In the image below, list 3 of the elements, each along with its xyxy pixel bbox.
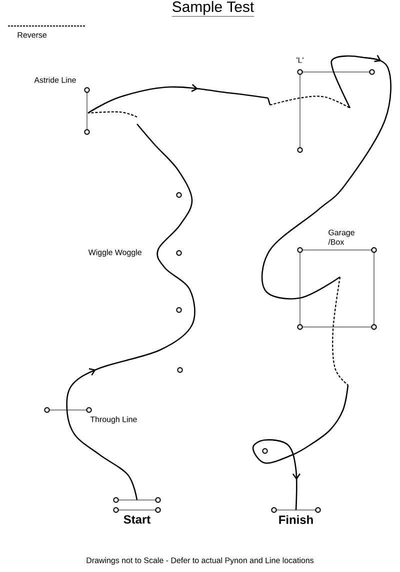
title: Sample Test — [172, 1, 254, 17]
course-label: Start — [124, 515, 150, 524]
course-label: Finish — [279, 515, 313, 524]
